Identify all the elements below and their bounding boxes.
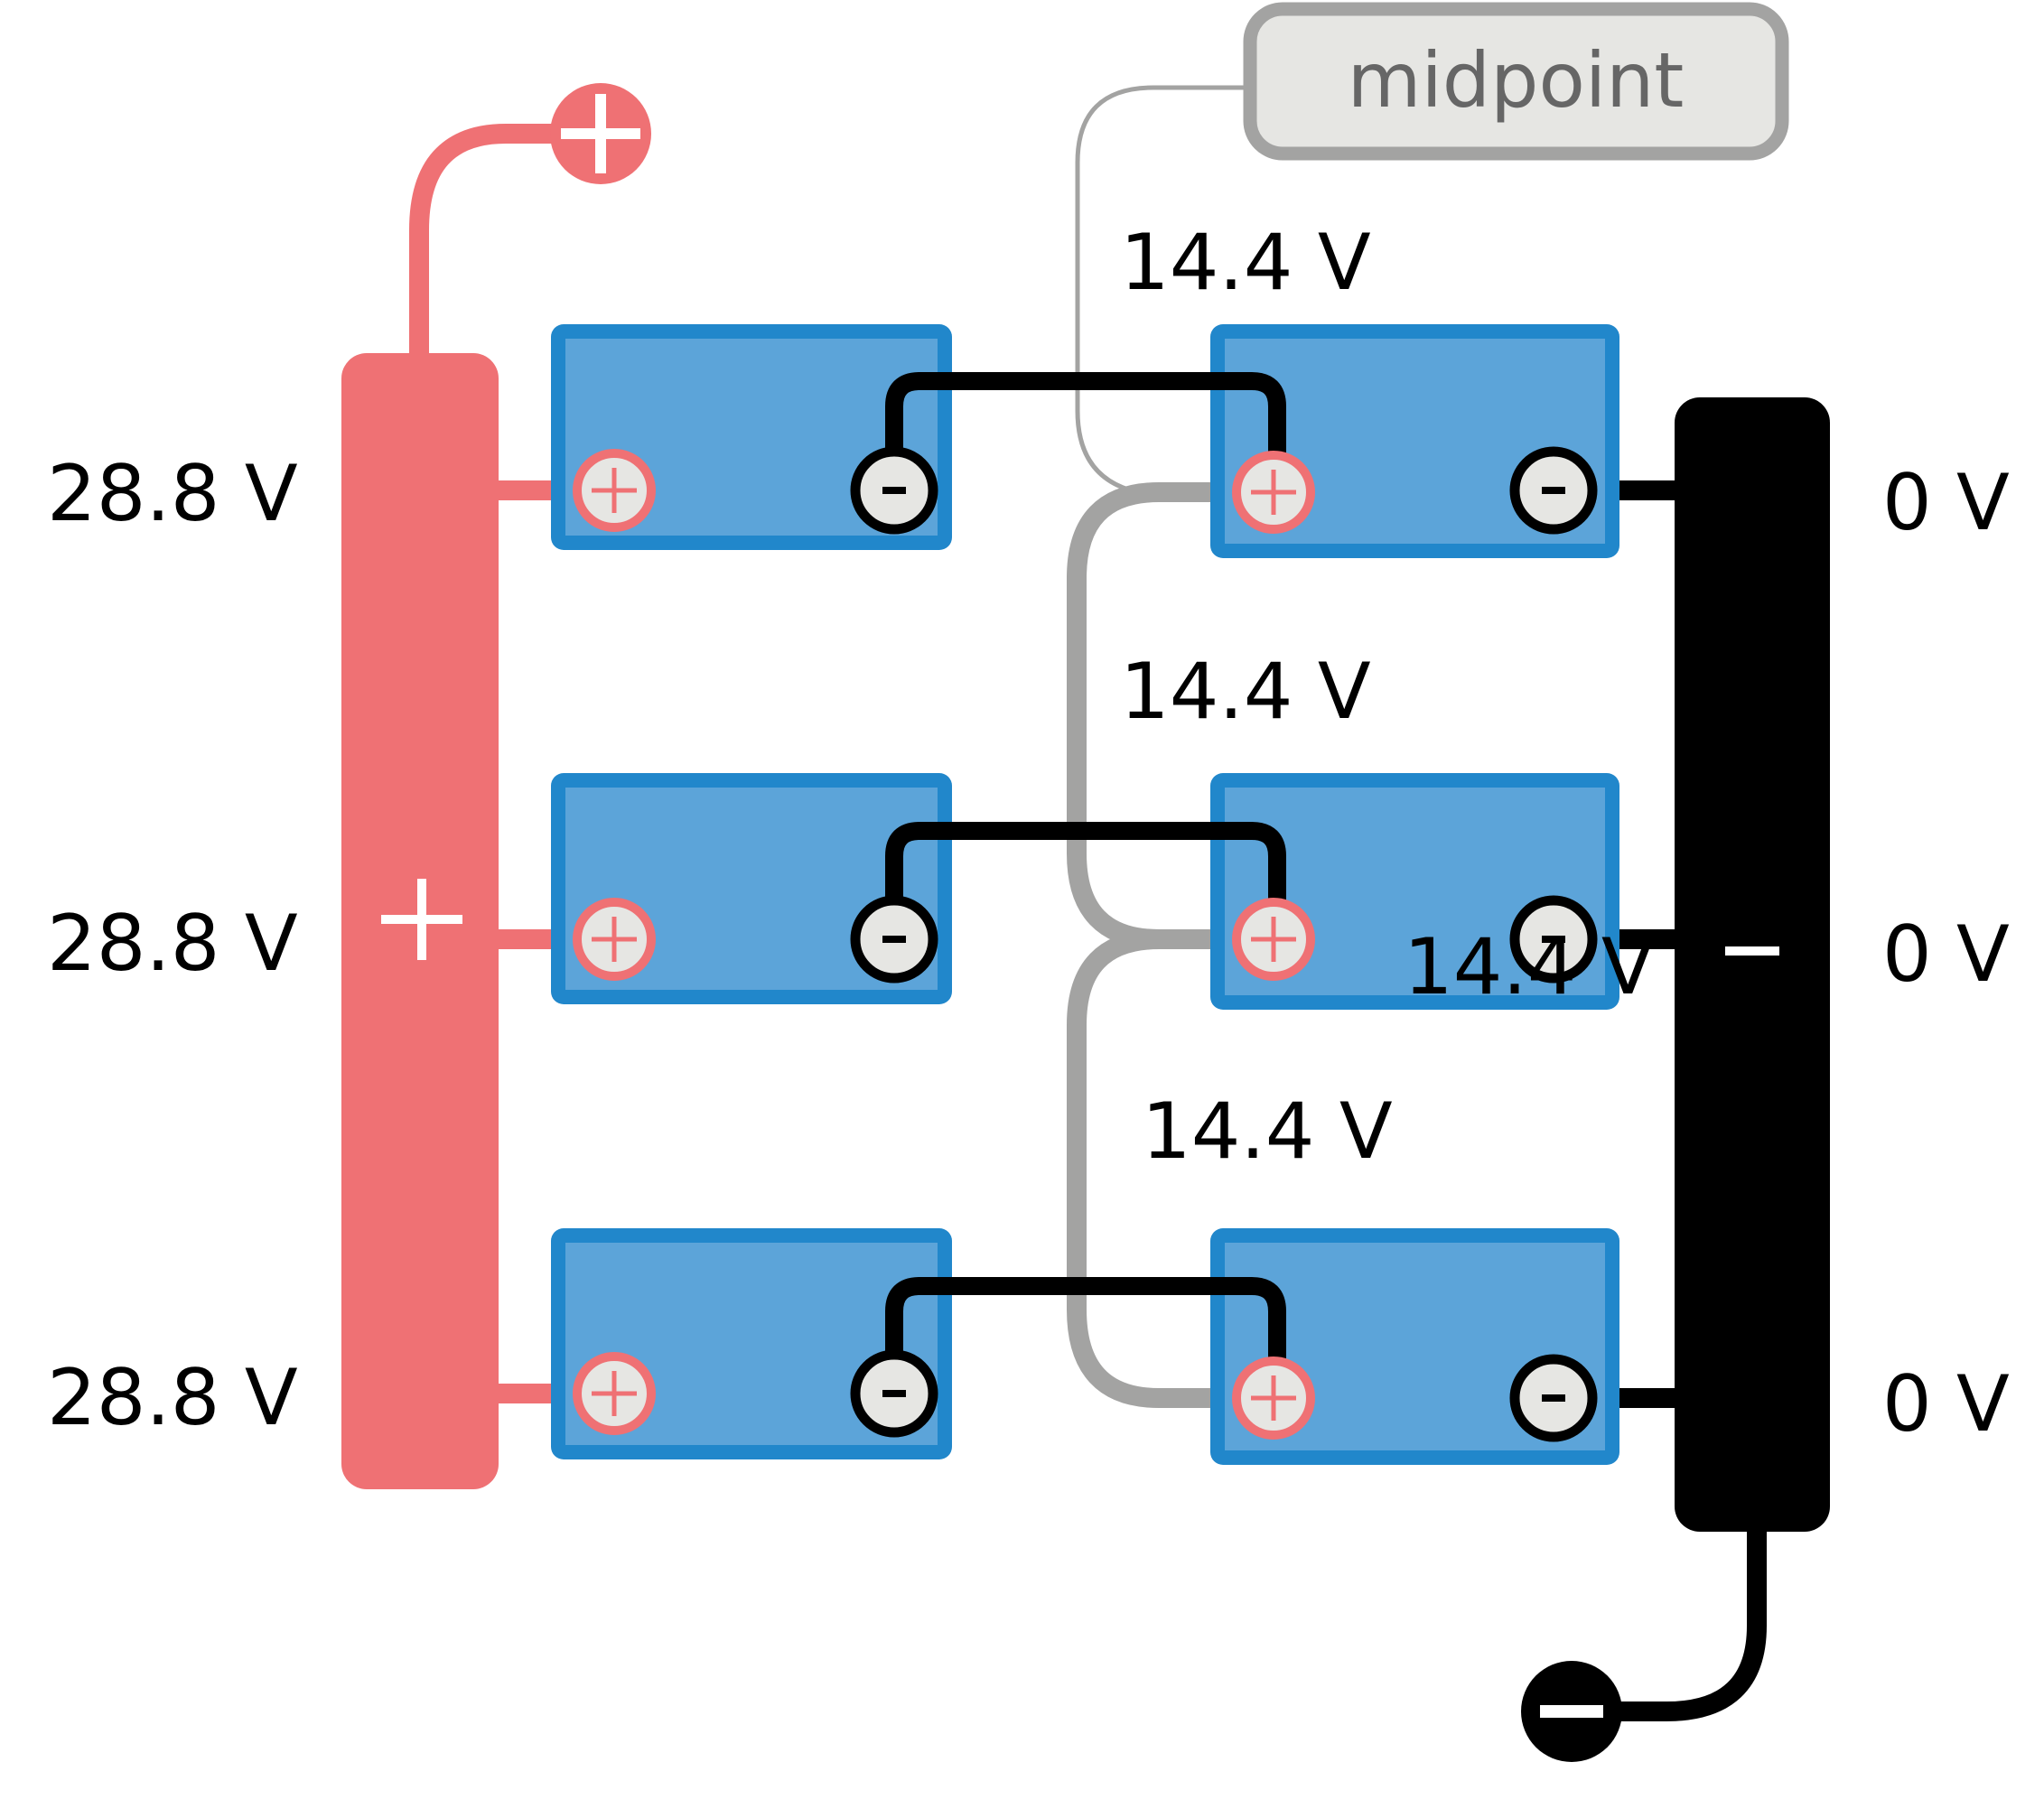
terminal-left-2-negative bbox=[850, 895, 938, 984]
mid-voltage-1: 14.4 V bbox=[1120, 218, 1371, 308]
terminal-left-2-positive bbox=[573, 898, 656, 981]
plus-icon bbox=[592, 1371, 637, 1416]
terminal-right-2-positive bbox=[1232, 898, 1315, 981]
terminal-right-1-negative bbox=[1509, 446, 1598, 535]
midpoint-label: midpoint bbox=[1348, 36, 1685, 125]
plus-icon bbox=[1251, 1375, 1296, 1421]
right-voltage-2: 0 V bbox=[1882, 909, 2010, 1000]
terminal-left-3-positive bbox=[573, 1352, 656, 1435]
plus-icon bbox=[592, 917, 637, 962]
left-voltage-2: 28.8 V bbox=[47, 899, 298, 989]
positive-main-lead bbox=[409, 124, 601, 357]
terminal-left-1-negative bbox=[850, 446, 938, 535]
positive-main-terminal bbox=[550, 83, 651, 184]
plus-icon bbox=[1251, 470, 1296, 515]
plus-icon bbox=[561, 94, 640, 173]
plus-icon bbox=[592, 468, 637, 513]
plus-icon bbox=[1251, 917, 1296, 962]
left-voltage-1: 28.8 V bbox=[47, 449, 298, 539]
mid-voltage-2: 14.4 V bbox=[1120, 647, 1371, 737]
left-voltage-3: 28.8 V bbox=[47, 1353, 298, 1443]
terminal-right-2-negative bbox=[1509, 895, 1598, 984]
right-voltage-1: 0 V bbox=[1882, 458, 2010, 548]
negative-bus-bar bbox=[1675, 397, 1830, 1532]
midpoint-label-box: midpoint bbox=[1243, 2, 1789, 161]
terminal-right-3-negative bbox=[1509, 1354, 1598, 1442]
right-voltage-3: 0 V bbox=[1882, 1359, 2010, 1450]
terminal-left-1-positive bbox=[573, 449, 656, 532]
terminal-right-3-positive bbox=[1232, 1357, 1315, 1440]
series-link-2 bbox=[885, 822, 1286, 908]
midpoint-bus-wire bbox=[1067, 482, 1274, 1408]
negative-main-lead bbox=[1572, 1517, 1767, 1721]
mid-voltage-3: 14.4 V bbox=[1404, 922, 1655, 1012]
terminal-right-1-positive bbox=[1232, 451, 1315, 534]
mid-voltage-4: 14.4 V bbox=[1142, 1086, 1393, 1177]
terminal-left-3-negative bbox=[850, 1349, 938, 1438]
series-link-1 bbox=[885, 372, 1286, 456]
midpoint-lead-wire bbox=[1075, 85, 1245, 495]
negative-main-terminal bbox=[1521, 1661, 1622, 1762]
series-link-3 bbox=[885, 1277, 1286, 1364]
positive-bus-plus-icon bbox=[381, 879, 462, 960]
